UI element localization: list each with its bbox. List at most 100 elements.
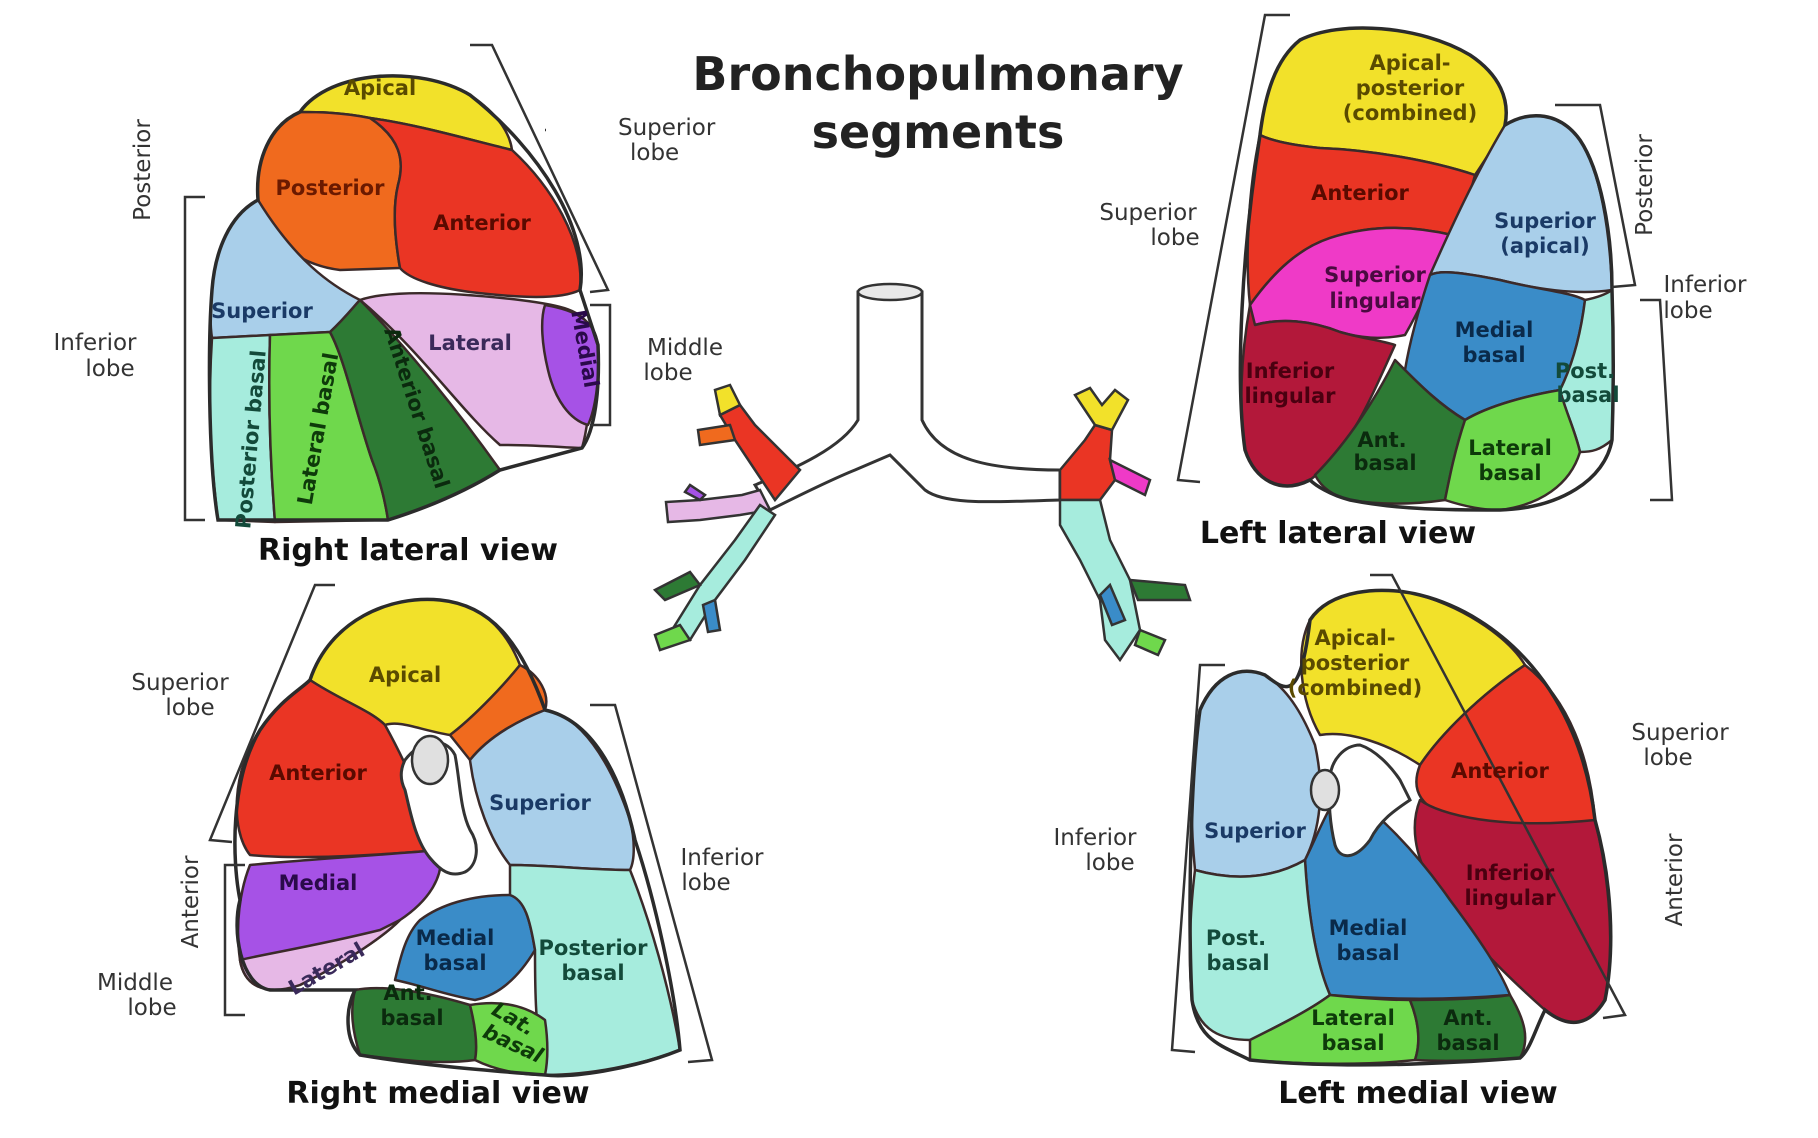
rl-lateral-label: Lateral: [428, 331, 512, 355]
rm-posterior-basal-label-2: basal: [561, 961, 624, 985]
lm-lateral-basal-label-1: Lateral: [1311, 1006, 1395, 1030]
ll-superior-apical-label-1: Superior: [1494, 209, 1596, 233]
rl-inferior-lobe-label-1: Inferior: [54, 330, 138, 356]
rm-apical-label: Apical: [369, 663, 441, 687]
rl-superior-label: Superior: [211, 299, 313, 323]
ll-anterior-label: Anterior: [1311, 181, 1409, 205]
ll-apical-posterior-label-1: Apical-: [1369, 51, 1450, 75]
right-lateral-view: Apical Posterior Anterior Superior Later…: [54, 45, 723, 568]
rl-anterior-segment: [370, 118, 580, 297]
rl-posterior-side-label: Posterior: [130, 119, 156, 221]
rl-apical-label: Apical: [344, 76, 416, 100]
right-posterior-bronchus: [698, 425, 735, 445]
rl-posterior-label: Posterior: [276, 176, 386, 200]
ll-ant-basal-label-2: basal: [1353, 451, 1416, 475]
trachea: [755, 292, 1060, 510]
left-upper-bronchus: [1060, 425, 1115, 500]
rm-medial-label: Medial: [279, 871, 358, 895]
rm-superior-lobe-label-2: lobe: [165, 695, 214, 721]
lm-post-basal-label-1: Post.: [1206, 926, 1266, 950]
lm-post-basal-label-2: basal: [1206, 951, 1269, 975]
right-medial-bronchus: [685, 485, 705, 500]
title-line-2: segments: [812, 105, 1065, 159]
rl-superior-lobe-label-2: lobe: [630, 140, 679, 166]
ll-medial-basal-label-2: basal: [1462, 343, 1525, 367]
lm-superior-lobe-label-1: Superior: [1631, 720, 1729, 746]
rm-posterior-basal-label-1: Posterior: [539, 936, 649, 960]
rm-ant-basal-label-2: basal: [380, 1006, 443, 1030]
rl-inferior-lobe-label-2: lobe: [85, 356, 134, 382]
lm-apical-posterior-label-1: Apical-: [1314, 626, 1395, 650]
lm-apical-posterior-label-2: posterior: [1301, 651, 1410, 675]
lm-inferior-lingular-label-2: lingular: [1464, 886, 1556, 910]
lm-view-caption: Left medial view: [1278, 1076, 1558, 1111]
lm-superior-segment: [1192, 671, 1320, 876]
lm-ant-basal-label-2: basal: [1436, 1031, 1499, 1055]
ll-superior-lingular-label-2: lingular: [1329, 289, 1421, 313]
ll-posterior-side-label: Posterior: [1632, 134, 1658, 236]
ll-post-basal-label-1: Post.: [1555, 359, 1615, 383]
lm-lateral-basal-label-2: basal: [1321, 1031, 1384, 1055]
rm-inferior-lobe-label-2: lobe: [681, 870, 730, 896]
rm-anterior-label: Anterior: [269, 761, 367, 785]
lm-superior-label: Superior: [1204, 819, 1306, 843]
rm-inferior-lobe-label-1: Inferior: [681, 845, 765, 871]
ll-inferior-lingular-label-2: lingular: [1244, 384, 1336, 408]
right-medial-view: Apical Anterior Superior Medial Lateral …: [97, 585, 764, 1111]
ll-superior-lobe-label-2: lobe: [1150, 225, 1199, 251]
lm-anterior-label: Anterior: [1451, 759, 1549, 783]
left-lower-bronchus: [1060, 500, 1140, 660]
left-ant-basal-bronchus: [1130, 580, 1190, 600]
ll-lateral-basal-label-1: Lateral: [1468, 436, 1552, 460]
lm-inferior-lobe-label-1: Inferior: [1054, 825, 1138, 851]
rm-anterior-side-label: Anterior: [178, 855, 204, 948]
lm-ant-basal-label-1: Ant.: [1443, 1006, 1492, 1030]
left-lateral-view: Apical- posterior (combined) Anterior Su…: [1099, 15, 1747, 551]
ll-apical-posterior-label-3: (combined): [1343, 101, 1477, 125]
ll-post-basal-label-2: basal: [1556, 383, 1619, 407]
ll-ant-basal-label-1: Ant.: [1357, 428, 1406, 452]
lm-apical-posterior-label-3: (combined): [1288, 676, 1422, 700]
lm-hilum-opening: [1311, 770, 1339, 810]
rl-middle-lobe-label-2: lobe: [643, 360, 692, 386]
right-medial-basal-bronchus: [703, 600, 720, 632]
lm-inferior-lobe-label-2: lobe: [1085, 850, 1134, 876]
rm-view-caption: Right medial view: [286, 1076, 589, 1111]
ll-superior-lingular-label-1: Superior: [1324, 263, 1426, 287]
left-lingular-bronchus: [1110, 460, 1150, 495]
ll-apical-posterior-label-2: posterior: [1356, 76, 1465, 100]
rm-medial-basal-label-2: basal: [423, 951, 486, 975]
rm-medial-basal-label-1: Medial: [416, 926, 495, 950]
lm-inferior-lingular-label-1: Inferior: [1466, 861, 1555, 885]
rm-superior-lobe-label-1: Superior: [131, 670, 229, 696]
rl-superior-lobe-label-1: Superior: [618, 115, 716, 141]
rl-middle-lobe-label-1: Middle: [647, 335, 723, 361]
lm-medial-basal-label-2: basal: [1336, 941, 1399, 965]
rm-hilum-opening: [412, 736, 448, 784]
rm-middle-lobe-label-1: Middle: [97, 970, 173, 996]
ll-superior-lobe-label-1: Superior: [1099, 200, 1197, 226]
ll-lateral-basal-label-2: basal: [1478, 461, 1541, 485]
ll-view-caption: Left lateral view: [1200, 516, 1476, 551]
rl-view-caption: Right lateral view: [258, 533, 558, 568]
ll-superior-apical-label-2: (apical): [1500, 234, 1589, 258]
lm-superior-lobe-label-2: lobe: [1643, 745, 1692, 771]
left-medial-view: Apical- posterior (combined) Anterior Su…: [1054, 575, 1730, 1111]
rm-ant-basal-label-1: Ant.: [383, 981, 432, 1005]
left-apical-posterior-bronchus: [1075, 388, 1128, 430]
ll-inferior-lingular-label-1: Inferior: [1246, 359, 1335, 383]
left-lat-basal-bronchus: [1135, 630, 1165, 655]
ll-medial-basal-label-1: Medial: [1455, 318, 1534, 342]
trachea-opening: [858, 284, 922, 300]
title-line-1: Bronchopulmonary: [692, 47, 1183, 101]
bronchial-tree: [655, 284, 1190, 660]
rl-anterior-label: Anterior: [433, 211, 531, 235]
ll-inferior-lobe-label-1: Inferior: [1664, 272, 1748, 298]
ll-inferior-lobe-label-2: lobe: [1663, 298, 1712, 324]
lm-anterior-side-label: Anterior: [1662, 833, 1688, 926]
rm-middle-lobe-label-2: lobe: [127, 995, 176, 1021]
rm-superior-label: Superior: [489, 791, 591, 815]
lm-medial-basal-label-1: Medial: [1329, 916, 1408, 940]
